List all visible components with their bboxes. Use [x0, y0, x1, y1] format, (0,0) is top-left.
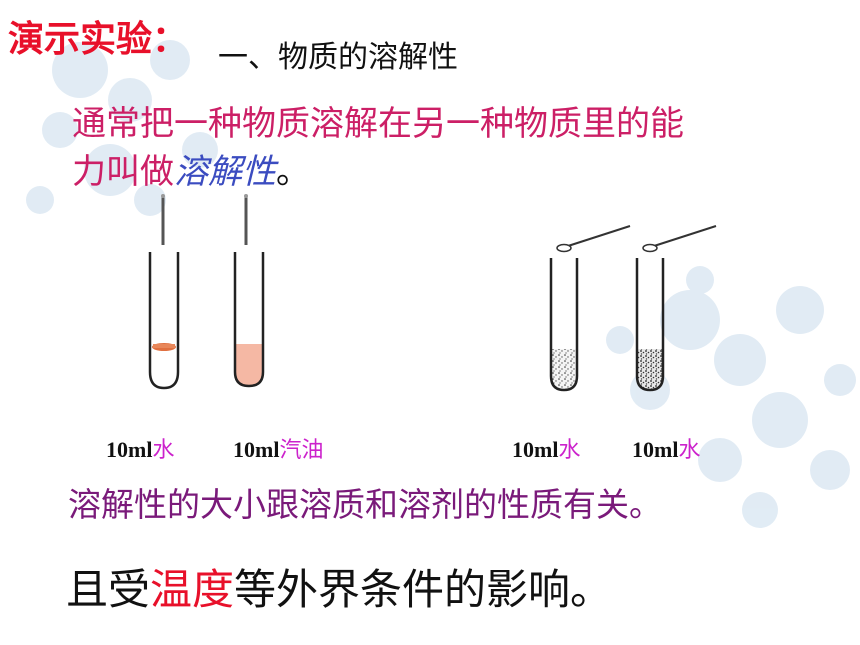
tube-label-1: 10ml水 [106, 432, 174, 464]
tube-liquid: 水 [558, 438, 581, 463]
demo-label: 演示实验： [8, 19, 189, 60]
definition-term: 溶解性 [174, 152, 276, 192]
definition-line-1: 通常把一种物质溶解在另一种物质里的能 [72, 104, 684, 144]
tube-liquid: 汽油 [279, 438, 324, 463]
tube-label-4: 10ml水 [632, 432, 700, 464]
test-tube-gasoline [233, 194, 265, 388]
tube-volume: 10ml [512, 437, 559, 462]
temperature-suffix: 等外界条件的影响。 [234, 565, 613, 614]
tube-volume: 10ml [632, 437, 679, 462]
tube-label-3: 10ml水 [512, 432, 580, 464]
definition-prefix: 力叫做 [72, 152, 174, 192]
tube-volume: 10ml [106, 437, 153, 462]
temperature-highlight: 温度 [150, 565, 235, 614]
definition-text: 通常把一种物质溶解在另一种物质里的能 力叫做溶解性。 [72, 100, 684, 196]
temperature-prefix: 且受 [66, 565, 151, 614]
tube-volume: 10ml [233, 437, 280, 462]
test-tube-water-3 [635, 225, 717, 392]
tube-label-2: 10ml汽油 [233, 432, 323, 464]
tube-liquid: 水 [678, 438, 701, 463]
test-tube-water-1 [148, 194, 180, 390]
temperature-line: 且受温度等外界条件的影响。 [66, 556, 612, 617]
summary-text: 溶解性的大小跟溶质和溶剂的性质有关。 [68, 485, 662, 524]
definition-suffix: 。 [276, 152, 310, 192]
section-heading: 一、物质的溶解性 [218, 40, 458, 75]
test-tube-water-2 [549, 225, 631, 392]
tube-liquid: 水 [152, 438, 175, 463]
definition-line-2: 力叫做溶解性。 [72, 148, 684, 196]
